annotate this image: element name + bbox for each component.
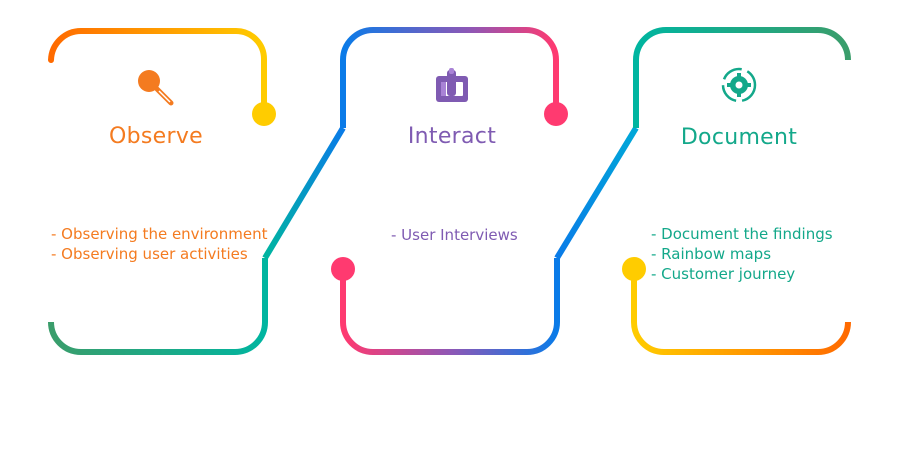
- stage-title-interact: Interact: [407, 124, 497, 149]
- document-frame-top: [633, 27, 851, 128]
- observe-frame-top: [48, 28, 267, 116]
- observe-list: - Observing the environment - Observing …: [51, 224, 267, 264]
- interact-frame-top: [340, 27, 559, 128]
- list-item: - Document the findings: [651, 225, 833, 243]
- observe-end-dot: [252, 102, 276, 126]
- interact-list: - User Interviews: [391, 225, 518, 245]
- list-item: - User Interviews: [391, 226, 518, 244]
- list-item: - Rainbow maps: [651, 245, 772, 263]
- magnifier-icon: [138, 70, 174, 106]
- stage-title-document: Document: [680, 125, 798, 150]
- list-item: - Customer journey: [651, 265, 796, 283]
- document-list: - Document the findings - Rainbow maps -…: [651, 224, 833, 284]
- connector-2-3: [554, 126, 639, 260]
- interact-end-dot: [544, 102, 568, 126]
- connector-1-2: [262, 126, 346, 260]
- interact-frame-bottom: [340, 258, 560, 355]
- list-item: - Observing the environment: [51, 225, 268, 243]
- observe-frame-bottom: [48, 258, 268, 355]
- list-item: - Observing user activities: [51, 245, 248, 263]
- document-frame-bottom: [631, 268, 851, 355]
- interact-start-dot: [331, 257, 355, 281]
- document-start-dot: [622, 257, 646, 281]
- gear-cycle-icon: [721, 67, 757, 103]
- stage-title-observe: Observe: [109, 124, 203, 149]
- interaction-icon: [436, 68, 468, 102]
